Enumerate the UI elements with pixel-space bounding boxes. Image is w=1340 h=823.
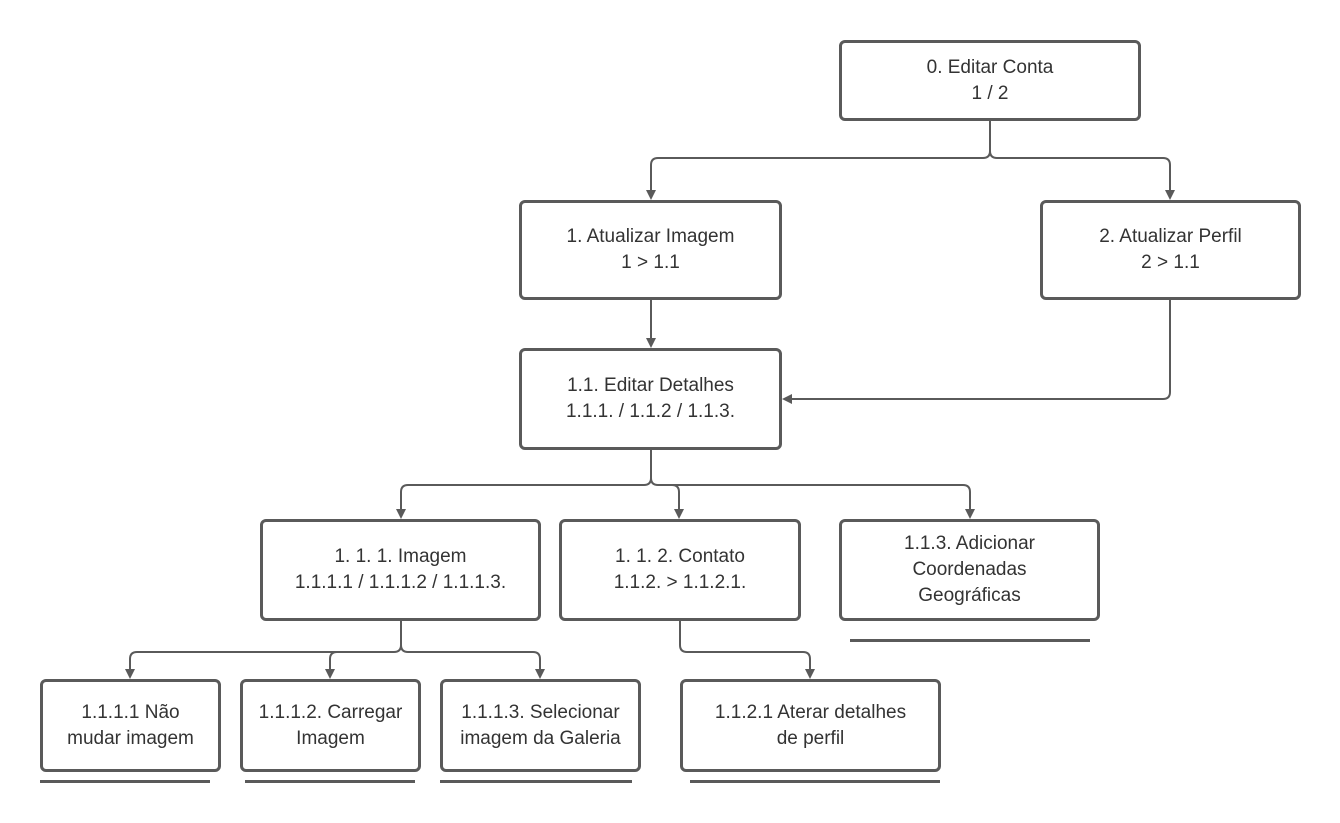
node-edit-account-title: 0. Editar Conta	[926, 56, 1054, 78]
connector-update-profile-to-edit-details	[782, 300, 1171, 404]
connector-edit-details-to-coordinates	[672, 484, 975, 519]
connector-root-to-update-profile	[989, 150, 1175, 200]
connector-image-to-gallery	[400, 644, 545, 679]
node-upload-image: 1.1.1.2. Carregar Imagem	[240, 679, 421, 772]
underline-geo-coordinates	[850, 639, 1090, 642]
node-image-title: 1. 1. 1. Imagem	[334, 546, 467, 567]
node-update-profile-subtitle: 2 > 1.1	[1141, 252, 1200, 273]
node-geo-coordinates-line2: Coordenadas	[912, 559, 1027, 580]
node-edit-account: 0. Editar Conta 1 / 2	[839, 40, 1141, 121]
node-edit-account-subtitle: 1 / 2	[971, 82, 1009, 104]
underline-keep-image	[40, 780, 210, 783]
node-update-profile: 2. Atualizar Perfil 2 > 1.1	[1040, 200, 1301, 300]
node-gallery-image: 1.1.1.3. Selecionar imagem da Galeria	[440, 679, 641, 772]
node-gallery-image-line2: imagem da Galeria	[460, 727, 621, 749]
node-edit-details-subtitle: 1.1.1. / 1.1.2 / 1.1.3.	[565, 401, 735, 422]
connector-root-to-update-image	[646, 121, 991, 200]
node-keep-image-line2: mudar imagem	[67, 727, 194, 749]
connector-image-to-keep-image	[125, 621, 402, 679]
node-update-image: 1. Atualizar Imagem 1 > 1.1	[519, 200, 782, 300]
node-geo-coordinates: 1.1.3. Adicionar Coordenadas Geográficas	[839, 519, 1100, 621]
node-gallery-image-line1: 1.1.1.3. Selecionar	[461, 701, 620, 723]
connector-edit-details-to-image	[396, 450, 652, 519]
node-upload-image-line2: Imagem	[296, 727, 365, 749]
node-update-image-subtitle: 1 > 1.1	[621, 252, 680, 273]
underline-edit-profile-details	[690, 780, 940, 783]
node-contact: 1. 1. 2. Contato 1.1.2. > 1.1.2.1.	[559, 519, 801, 621]
node-update-image-title: 1. Atualizar Imagem	[566, 226, 735, 247]
connector-image-to-upload-image	[325, 651, 394, 679]
node-edit-profile-details: 1.1.2.1 Aterar detalhes de perfil	[680, 679, 941, 772]
connector-edit-details-to-contact	[650, 477, 684, 519]
node-keep-image: 1.1.1.1 Não mudar imagem	[40, 679, 221, 772]
node-edit-details: 1.1. Editar Detalhes 1.1.1. / 1.1.2 / 1.…	[519, 348, 782, 450]
node-edit-profile-details-line2: de perfil	[776, 727, 845, 749]
node-contact-title: 1. 1. 2. Contato	[615, 546, 745, 567]
node-edit-profile-details-line1: 1.1.2.1 Aterar detalhes	[714, 701, 907, 723]
node-image-subtitle: 1.1.1.1 / 1.1.1.2 / 1.1.1.3.	[294, 572, 507, 593]
node-upload-image-line1: 1.1.1.2. Carregar	[258, 701, 403, 723]
node-edit-details-title: 1.1. Editar Detalhes	[567, 375, 734, 396]
underline-gallery-image	[440, 780, 632, 783]
node-image: 1. 1. 1. Imagem 1.1.1.1 / 1.1.1.2 / 1.1.…	[260, 519, 541, 621]
connector-contact-to-edit-profile	[679, 621, 815, 679]
node-geo-coordinates-line3: Geográficas	[918, 585, 1021, 606]
node-contact-subtitle: 1.1.2. > 1.1.2.1.	[613, 572, 747, 593]
node-keep-image-line1: 1.1.1.1 Não	[81, 701, 180, 723]
node-update-profile-title: 2. Atualizar Perfil	[1099, 226, 1242, 247]
node-geo-coordinates-line1: 1.1.3. Adicionar	[904, 533, 1035, 554]
underline-upload-image	[245, 780, 415, 783]
